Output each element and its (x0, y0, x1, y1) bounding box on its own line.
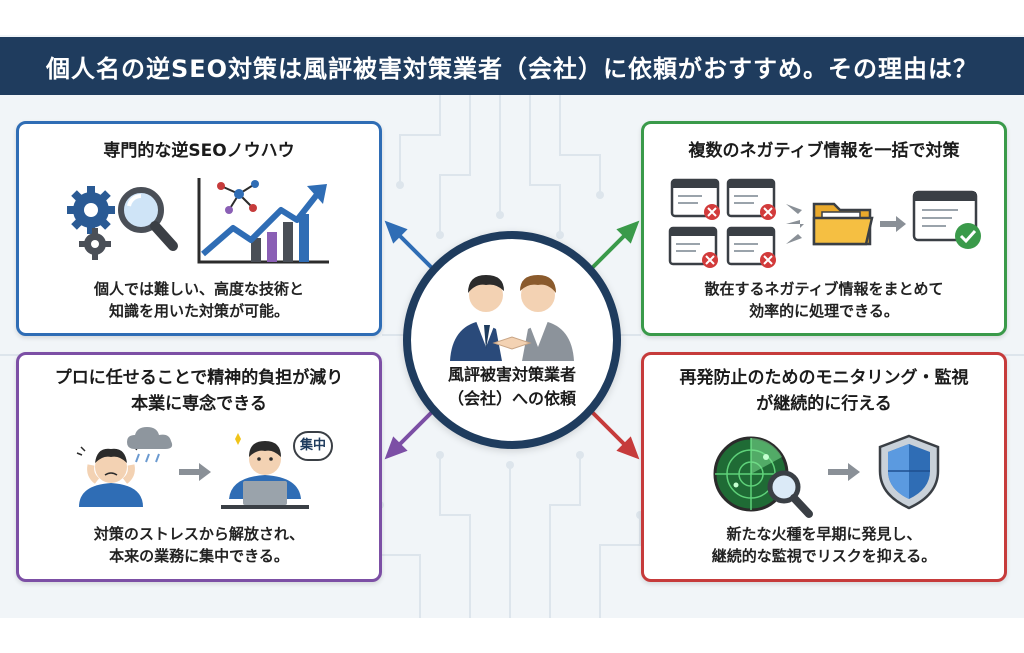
card-reduced-burden: プロに任せることで精神的負担が減り 本業に専念できる 集中 対策のストレスから解… (16, 352, 382, 582)
right-arrow-icon (828, 463, 860, 481)
focused-worker-icon (221, 433, 309, 509)
card-monitoring: 再発防止のためのモニタリング・監視 が継続的に行える 新たな火種を早期に発見し、… (641, 352, 1007, 582)
right-arrow-icon (880, 216, 906, 232)
title-bar: 個人名の逆SEO対策は風評被害対策業者（会社）に依頼がおすすめ。その理由は？ (0, 37, 1024, 95)
card-description: 対策のストレスから解放され、 本来の業務に集中できる。 (93, 525, 305, 565)
magnifier-icon (767, 470, 813, 518)
card-description: 新たな火種を早期に発見し、 継続的な監視でリスクを抑える。 (711, 525, 937, 565)
growth-chart-icon (197, 178, 329, 264)
center-hub: 風評被害対策業者 （会社）への依頼 (403, 231, 621, 449)
card-title: 複数のネガティブ情報を一括で対策 (688, 141, 960, 161)
card-description: 散在するネガティブ情報をまとめて 効率的に処理できる。 (704, 280, 944, 320)
card-title: 再発防止のためのモニタリング・監視 が継続的に行える (679, 368, 969, 414)
error-window-icon (668, 178, 776, 268)
magnifier-icon (118, 187, 178, 251)
stressed-person-icon (76, 444, 143, 507)
center-label: 風評被害対策業者 （会社）への依頼 (447, 365, 576, 408)
shield-icon (878, 434, 940, 510)
card-title: 専門的な逆SEOノウハウ (103, 141, 295, 161)
rain-cloud-icon (127, 427, 173, 463)
folder-icon (812, 202, 874, 246)
handshake-icon (450, 275, 574, 361)
network-icon (217, 180, 259, 214)
right-arrow-icon (179, 463, 211, 481)
card-description: 個人では難しい、高度な技術と 知識を用いた対策が可能。 (93, 280, 304, 320)
card-expertise: 専門的な逆SEOノウハウ 個人では難しい、高度 (16, 121, 382, 336)
focus-bubble: 集中 (293, 431, 333, 461)
check-window-icon (912, 190, 981, 249)
card-bulk-handling: 複数のネガティブ情報を一括で対策 (641, 121, 1007, 336)
merge-arrows-icon (786, 204, 804, 244)
card-title: プロに任せることで精神的負担が減り 本業に専念できる (54, 368, 344, 414)
page-title: 個人名の逆SEO対策は風評被害対策業者（会社）に依頼がおすすめ。その理由は？ (45, 54, 979, 83)
gear-icon (67, 186, 115, 260)
